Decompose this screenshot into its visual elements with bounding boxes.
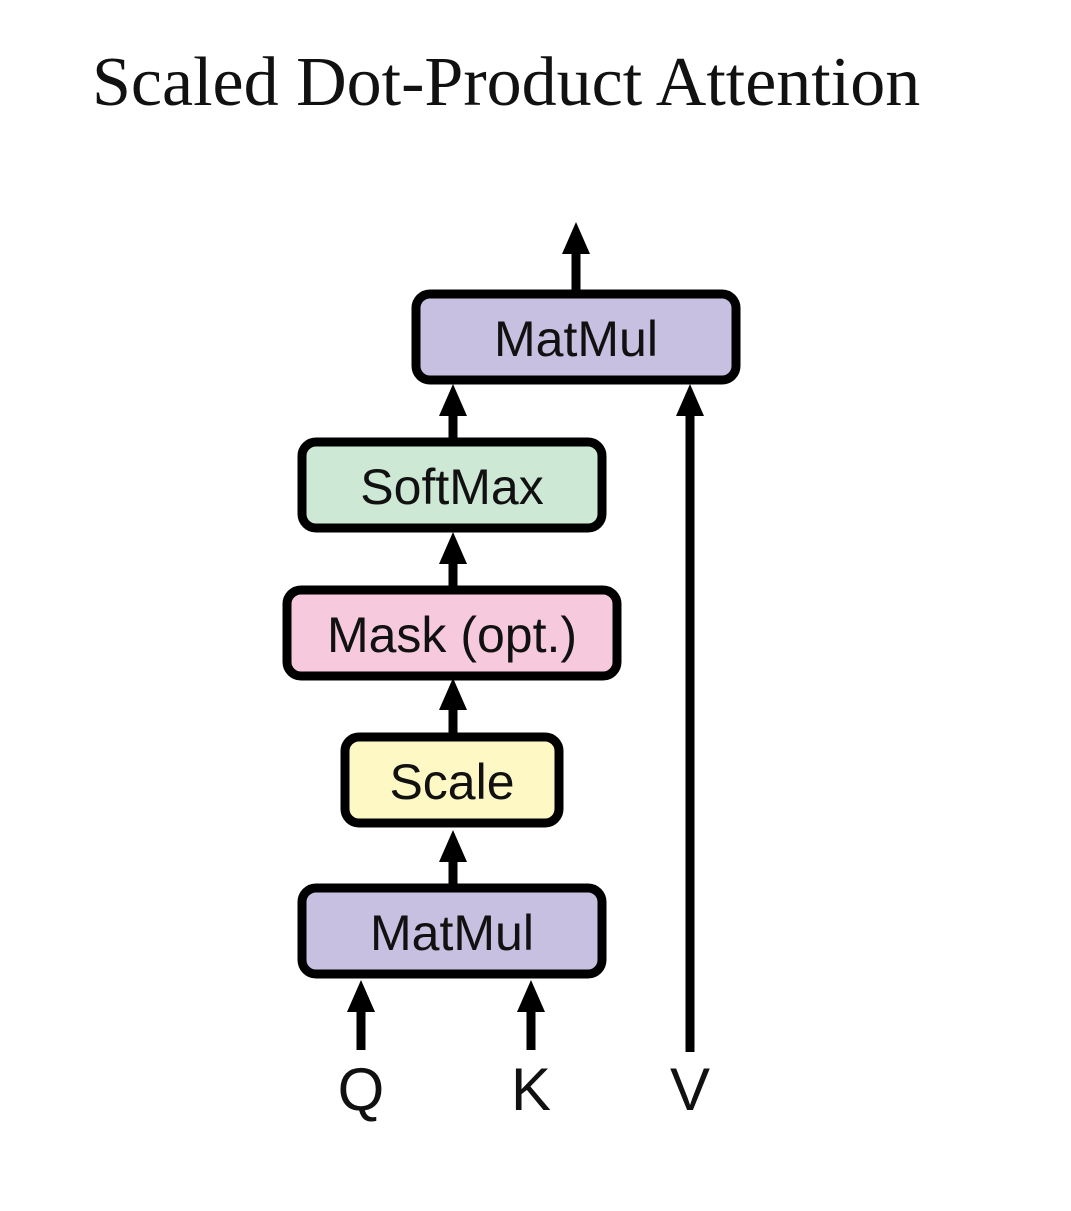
scale-block: Scale	[340, 732, 564, 828]
matmul-bottom-label: MatMul	[370, 905, 534, 961]
k-to-matmul-arrow	[517, 980, 545, 1050]
matmul-to-scale-arrow	[439, 830, 467, 888]
input-k-label: K	[511, 1056, 551, 1123]
scale-to-mask-arrow	[439, 678, 467, 737]
mask-label: Mask (opt.)	[327, 607, 577, 663]
matmul-top-label: MatMul	[494, 311, 658, 367]
mask-to-softmax-arrow	[439, 532, 467, 590]
input-q-label: Q	[338, 1056, 385, 1123]
q-to-matmul-arrow	[347, 980, 375, 1050]
arrows	[347, 222, 704, 1052]
matmul-top-block: MatMul	[411, 289, 741, 385]
output-arrow	[562, 222, 590, 294]
softmax-label: SoftMax	[360, 459, 543, 515]
softmax-block: SoftMax	[297, 437, 607, 533]
mask-block: Mask (opt.)	[282, 585, 622, 681]
input-v-label: V	[670, 1056, 710, 1123]
scale-label: Scale	[389, 754, 514, 810]
diagram-title: Scaled Dot-Product Attention	[92, 44, 921, 121]
v-to-matmul-arrow	[676, 384, 704, 1052]
softmax-to-matmul-arrow	[439, 384, 467, 442]
matmul-bottom-block: MatMul	[297, 883, 607, 979]
